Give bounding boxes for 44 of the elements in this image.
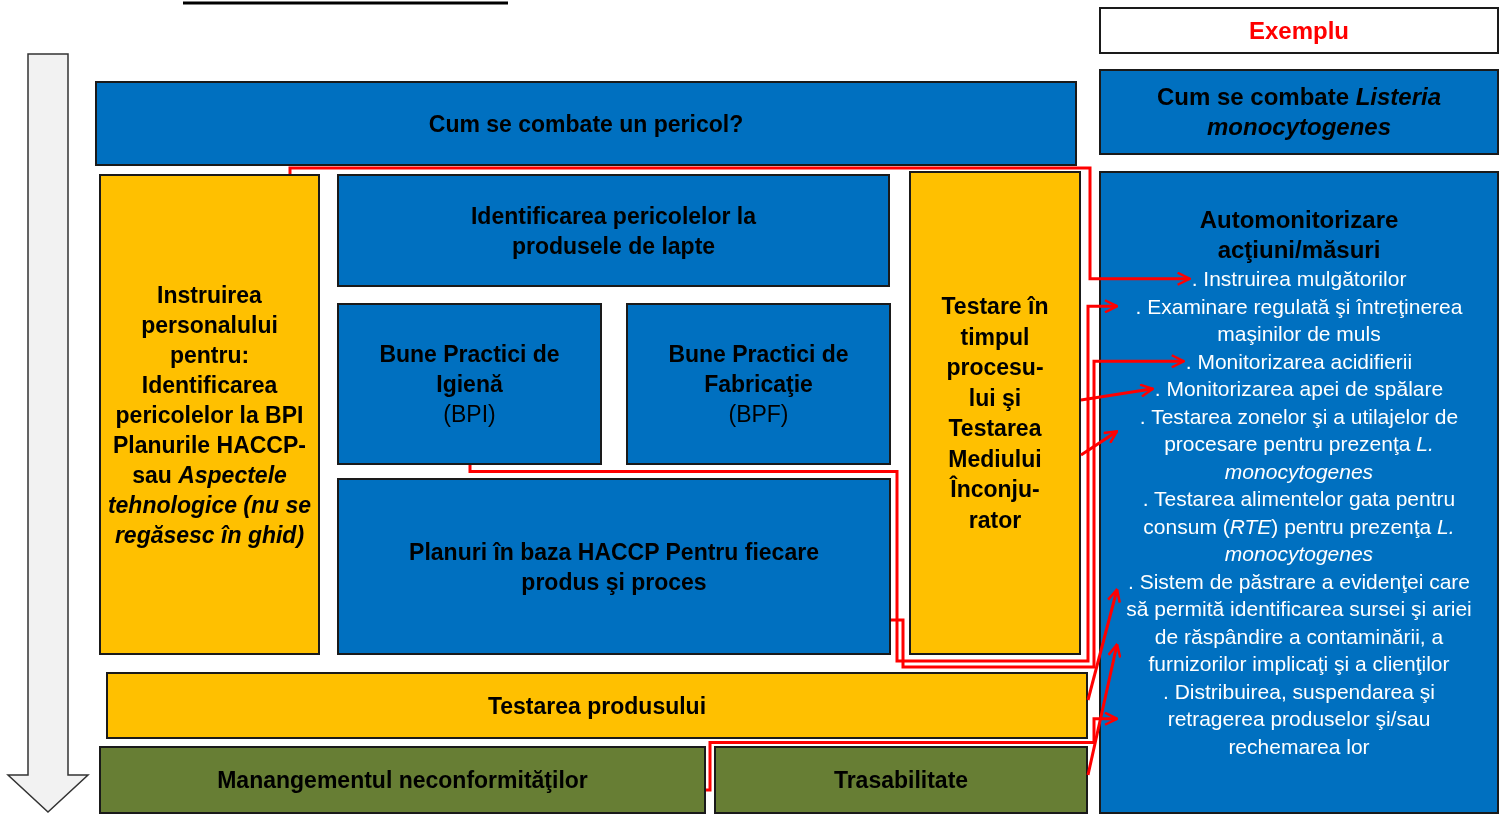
box-label: Testarea produsului — [487, 691, 707, 721]
arrow — [1080, 383, 1155, 402]
list-item: . Sistem de păstrare a evidenţei care să permită identificarea sursei şi ariei de răspândire a contaminării, a furnizorilor implicaţi şi a clienţilor — [1119, 567, 1479, 678]
list-item: . Monitorizarea acidifierii — [1185, 347, 1413, 375]
arrow — [1086, 643, 1122, 776]
process-box — [99, 174, 320, 655]
process-box — [95, 81, 1077, 166]
box-label: Identificarea pericolelor la produsele de lapte — [469, 201, 758, 261]
header-box — [1099, 7, 1499, 54]
arrow — [891, 354, 1186, 669]
box-label: Cum se combate un pericol? — [428, 109, 744, 139]
process-box — [337, 174, 890, 287]
arrow — [705, 711, 1119, 792]
process-box — [626, 303, 891, 465]
box-label: Testare în timpul procesu- lui şi Testarea Mediului Înconju- rator — [940, 292, 1050, 535]
box-label: Cum se combate Listeria monocytogenes — [1155, 82, 1443, 142]
list-item: . Distribuirea, suspendarea şi retragerea produselor şi/sau rechemarea lor — [1119, 677, 1479, 760]
box-label: Manangementul neconformităţilor — [217, 766, 588, 795]
box-label: Trasabilitate — [833, 766, 969, 795]
box-label: (BPF) — [728, 400, 789, 429]
process-box — [714, 746, 1088, 814]
box-label: Exemplu — [1249, 15, 1349, 46]
process-box — [99, 746, 706, 814]
box-label: Bune Practici de Fabricaţie — [668, 340, 849, 399]
box-label: Bune Practici de Igienă — [379, 340, 560, 399]
list-item: . Testarea zonelor şi a utilajelor de procesare pentru prezenţa L. monocytogenes — [1119, 402, 1479, 485]
box-label: Instruirea personalului pentru: Identificarea pericolelor la BPI Planurile HACCP- sau Aspectele tehnologice (nu se regăsesc în ghid) — [107, 280, 312, 550]
arrow — [288, 166, 1191, 286]
process-box — [106, 672, 1088, 739]
box-label: (BPI) — [443, 400, 496, 429]
process-box — [337, 303, 602, 465]
list-item: . Instruirea mulgătorilor — [1191, 265, 1407, 293]
list-item: . Testarea alimentelor gata pentru consum (RTE) pentru prezenţa L. monocytogenes — [1119, 485, 1479, 568]
process-box — [337, 478, 891, 655]
box-label: Planuri în baza HACCP Pentru fiecare produs şi proces — [408, 537, 820, 597]
arrow — [1080, 430, 1119, 457]
list-item: . Monitorizarea apei de spălare — [1154, 375, 1444, 403]
box-label: Automonitorizare acţiuni/măsuri — [1198, 205, 1400, 265]
arrow — [468, 299, 1119, 663]
list-item: . Examinare regulată şi întreţinerea maşinilor de muls — [1119, 292, 1479, 348]
process-box — [909, 171, 1081, 655]
arrow — [1086, 588, 1121, 701]
process-box — [1099, 171, 1499, 814]
process-box — [1099, 69, 1499, 155]
